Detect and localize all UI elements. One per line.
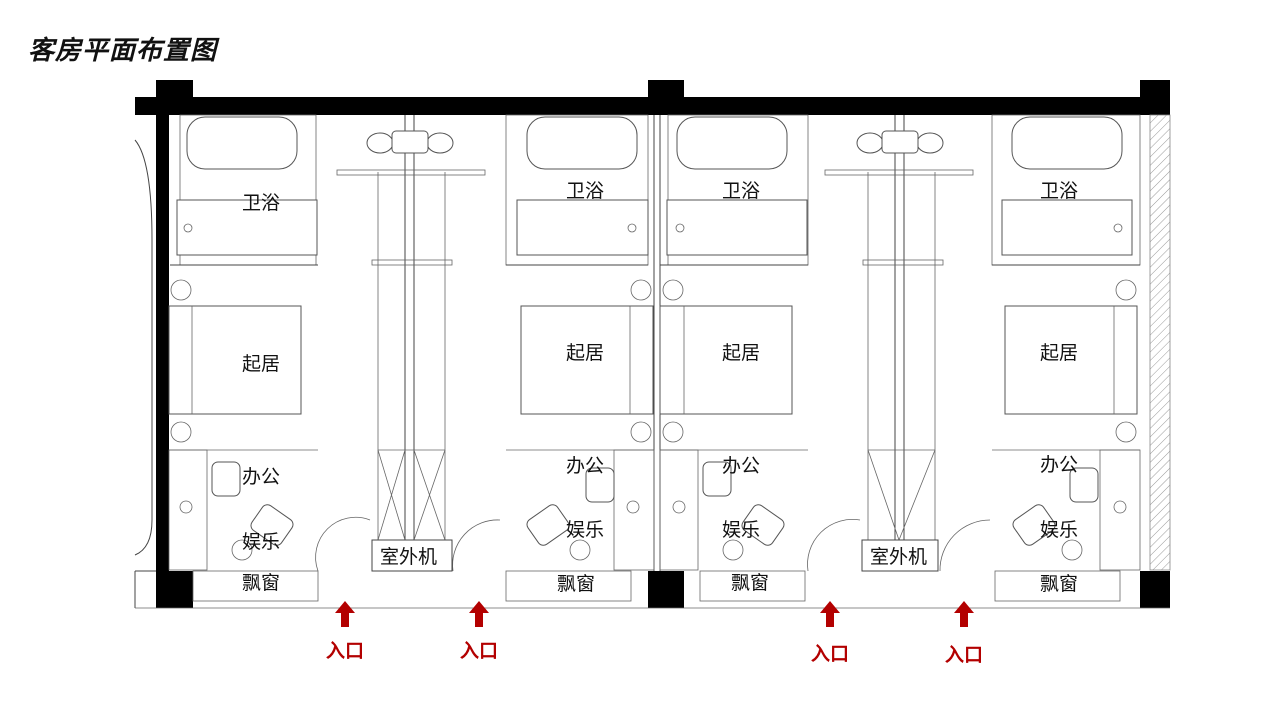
room2-bath-label: 卫浴 xyxy=(566,180,604,202)
room2-ent-label: 娱乐 xyxy=(566,519,604,541)
room1-ent-label: 娱乐 xyxy=(242,531,280,553)
room1-living-label: 起居 xyxy=(242,353,280,375)
entrance-label-2: 入口 xyxy=(460,640,498,662)
entrance-label-3: 入口 xyxy=(811,643,849,665)
room2-office-label: 办公 xyxy=(566,455,604,477)
room1-office-label: 办公 xyxy=(242,466,280,488)
up-arrow-icon xyxy=(954,601,974,627)
room3-ent-label: 娱乐 xyxy=(722,519,760,541)
room-3-furniture xyxy=(659,114,861,602)
room4-window-label: 飘窗 xyxy=(1040,573,1078,595)
room3-office-label: 办公 xyxy=(722,455,760,477)
entrance-label-1: 入口 xyxy=(326,640,364,662)
room1-window-label: 飘窗 xyxy=(242,572,280,594)
entrance-label-4: 入口 xyxy=(945,644,983,666)
up-arrow-icon xyxy=(820,601,840,627)
room-2-furniture xyxy=(452,114,655,602)
outdoor-unit-label-2: 室外机 xyxy=(870,546,927,568)
room3-window-label: 飘窗 xyxy=(731,572,769,594)
party-walls xyxy=(336,115,974,571)
toilets xyxy=(366,130,944,154)
room-1-furniture xyxy=(168,114,371,602)
room4-ent-label: 娱乐 xyxy=(1040,519,1078,541)
room3-living-label: 起居 xyxy=(722,342,760,364)
room2-window-label: 飘窗 xyxy=(557,573,595,595)
room2-living-label: 起居 xyxy=(566,342,604,364)
room4-bath-label: 卫浴 xyxy=(1040,180,1078,202)
room3-bath-label: 卫浴 xyxy=(722,180,760,202)
room4-living-label: 起居 xyxy=(1040,342,1078,364)
room-4-furniture xyxy=(939,114,1141,602)
room1-bath-label: 卫浴 xyxy=(242,192,280,214)
up-arrow-icon xyxy=(335,601,355,627)
up-arrow-icon xyxy=(469,601,489,627)
outdoor-unit-label-1: 室外机 xyxy=(380,546,437,568)
room4-office-label: 办公 xyxy=(1040,454,1078,476)
plan-title: 客房平面布置图 xyxy=(28,36,218,66)
entrance-arrows xyxy=(335,601,974,627)
walls xyxy=(134,80,1171,609)
